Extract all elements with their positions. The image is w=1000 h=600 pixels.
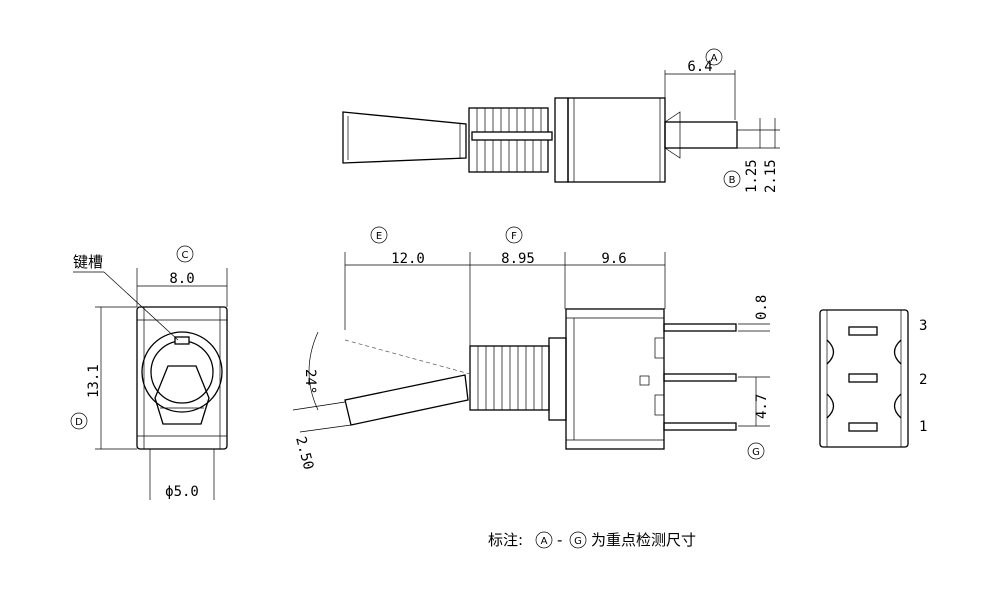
marker-d: D: [75, 417, 83, 428]
marker-a-circle: [705, 48, 723, 66]
pin-label-2: 2: [919, 372, 927, 388]
top-terminal: [664, 121, 738, 149]
marker-e-circle: [370, 226, 388, 244]
bottom-pad-2: [848, 373, 878, 383]
dim-d-label: 13.1: [86, 364, 102, 398]
front-bushing-outer: [141, 331, 223, 413]
side-view: [344, 308, 737, 450]
bottom-pad-3: [848, 326, 878, 336]
dim-body-label: 9.6: [601, 251, 626, 267]
marker-b-circle: [723, 170, 741, 188]
diameter-label: ϕ5.0: [165, 484, 199, 500]
top-flange: [554, 97, 569, 183]
marker-d-circle: [70, 412, 88, 430]
top-view: [342, 97, 738, 183]
marker-f-circle: [505, 226, 523, 244]
keyway-callout: 键槽: [73, 253, 179, 341]
marker-a: A: [711, 53, 718, 64]
pin-label-1: 1: [919, 419, 927, 435]
marker-c: C: [182, 250, 189, 261]
side-pin-2: [663, 373, 737, 382]
side-flange: [548, 337, 567, 421]
marker-g: G: [752, 447, 760, 458]
side-pin-1: [663, 422, 737, 431]
front-bushing-inner: [150, 340, 214, 404]
keyway-slot: [174, 336, 190, 345]
dim-a-label: 6.4: [687, 59, 712, 75]
pin-size-label: 0.8: [754, 295, 770, 320]
note-suffix: 为重点检测尺寸: [591, 531, 696, 549]
angle-label: 24°: [302, 369, 318, 394]
dim-b1-label: 1.25: [744, 159, 760, 193]
note: 标注: A - G 为重点检测尺寸: [488, 531, 696, 549]
marker-g-circle: [747, 442, 765, 460]
front-frame: [136, 306, 228, 450]
dim-d: 13.1 D: [70, 306, 137, 450]
dim-c: C 8.0: [136, 245, 228, 307]
side-bushing: [469, 345, 550, 411]
marker-c-circle: [176, 245, 194, 263]
marker-e: E: [376, 231, 382, 242]
front-view: [136, 306, 228, 450]
dim-c-label: 8.0: [169, 271, 194, 287]
dim-diameter: ϕ5.0: [149, 449, 215, 500]
dim-f-label: 8.95: [501, 251, 535, 267]
bottom-frame: [819, 309, 909, 448]
dim-a: A 6.4: [664, 48, 736, 120]
marker-b: B: [729, 175, 736, 186]
keyway-label: 键槽: [73, 253, 103, 271]
front-lever: [154, 365, 210, 425]
dim-b2-label: 2.15: [763, 159, 779, 193]
dim-angle: 24° 2.50: [292, 331, 352, 472]
bottom-view: 3 2 1: [819, 309, 927, 448]
top-body: [567, 97, 666, 183]
dim-e-label: 12.0: [391, 251, 425, 267]
pin-label-3: 3: [919, 318, 927, 334]
marker-f: F: [511, 231, 517, 242]
side-pin-3: [663, 323, 737, 332]
g-pitch-label: 4.7: [754, 394, 770, 419]
side-thread-lines: [477, 346, 543, 410]
note-dash: -: [557, 531, 562, 549]
note-start: A: [541, 536, 548, 547]
dim-b: B 1.25 2.15: [723, 118, 780, 193]
dim-efg-row: E F 12.0 8.95 9.6: [344, 226, 666, 346]
side-lever: [344, 374, 469, 426]
top-lever: [342, 111, 467, 164]
note-prefix: 标注:: [488, 531, 523, 549]
note-end: G: [574, 536, 582, 547]
bottom-pad-1: [848, 422, 878, 432]
offset-label: 2.50: [292, 435, 316, 472]
dim-pins: 0.8 4.7 G: [738, 295, 770, 460]
